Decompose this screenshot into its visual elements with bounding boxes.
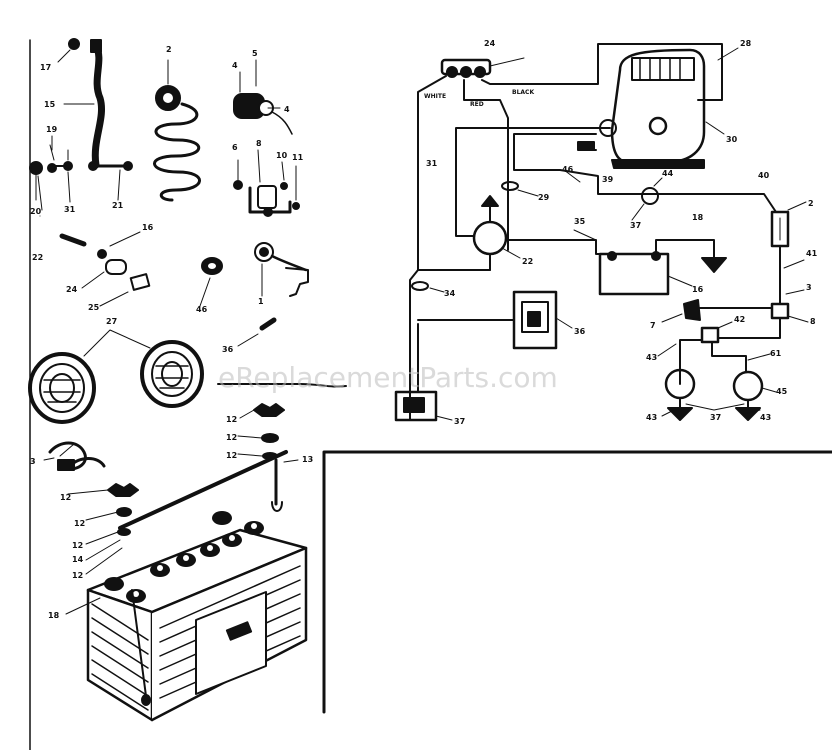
callout-12e: 12 <box>74 519 85 528</box>
schem-34: 34 <box>444 289 456 298</box>
callout-4b: 4 <box>284 105 290 114</box>
callout-5: 5 <box>252 49 258 58</box>
callout-21: 21 <box>112 201 124 210</box>
schem-30: 30 <box>726 135 738 144</box>
callout-12c: 12 <box>226 451 237 460</box>
schem-16: 16 <box>692 285 704 294</box>
schem-18: 18 <box>692 213 704 222</box>
wing-nut-upper <box>253 403 285 460</box>
callout-19: 19 <box>46 125 58 134</box>
wire-label-red: RED <box>470 101 484 108</box>
schem-37-top: 37 <box>630 221 641 230</box>
schem-40: 40 <box>758 171 770 180</box>
schem-43c: 43 <box>760 413 771 422</box>
callout-12d: 12 <box>60 493 71 502</box>
schem-61: 61 <box>770 349 782 358</box>
schem-22: 22 <box>522 257 533 266</box>
inset-frame <box>322 450 832 714</box>
schem-37b: 37 <box>710 413 721 422</box>
light-socket-part <box>199 257 223 307</box>
small-hardware-middle <box>59 231 151 307</box>
callout-11: 11 <box>292 153 304 162</box>
schem-8: 8 <box>810 317 816 326</box>
callout-46: 46 <box>196 305 208 314</box>
callout-31: 31 <box>64 205 76 214</box>
bracket-part <box>233 149 300 217</box>
starter-switch-part <box>233 59 293 135</box>
schem-24: 24 <box>484 39 496 48</box>
callout-15: 15 <box>44 100 56 109</box>
battery-cable-part <box>68 38 133 171</box>
schem-2: 2 <box>808 199 814 208</box>
schem-45: 45 <box>776 387 788 396</box>
callout-12f: 12 <box>72 541 83 550</box>
schem-43b: 43 <box>646 413 657 422</box>
headlight-pair <box>28 329 204 424</box>
callout-8: 8 <box>256 139 262 148</box>
schem-29: 29 <box>538 193 550 202</box>
wire-label-white: WHITE <box>424 93 446 100</box>
schem-7: 7 <box>650 321 656 330</box>
callout-14: 14 <box>72 555 84 564</box>
callout-24: 24 <box>66 285 78 294</box>
wire-label-black: BLACK <box>512 89 534 96</box>
schem-36: 36 <box>574 327 586 336</box>
leader-lines-left <box>37 49 299 615</box>
callout-12b: 12 <box>226 433 237 442</box>
schem-44: 44 <box>662 169 674 178</box>
schem-35: 35 <box>574 217 586 226</box>
callout-10: 10 <box>276 151 288 160</box>
callout-4a: 4 <box>232 61 238 70</box>
wiring-schematic <box>394 43 809 422</box>
callout-2: 2 <box>166 45 172 54</box>
callout-12a: 12 <box>226 415 237 424</box>
schem-43: 43 <box>646 353 657 362</box>
callout-36: 36 <box>222 345 234 354</box>
small-hardware-left <box>29 144 73 201</box>
schem-46: 46 <box>562 165 574 174</box>
coiled-wire-part <box>153 59 201 202</box>
socket-assembly-part <box>254 242 309 297</box>
schem-3a: 3 <box>806 283 812 292</box>
callout-22: 22 <box>32 253 43 262</box>
callout-3: 3 <box>30 457 36 466</box>
callout-27: 27 <box>106 317 117 326</box>
callout-18: 18 <box>48 611 60 620</box>
clamp-part <box>48 441 106 471</box>
schem-37: 37 <box>454 417 465 426</box>
engine <box>610 47 739 169</box>
callout-1: 1 <box>258 297 264 306</box>
callout-13: 13 <box>302 455 313 464</box>
callout-17: 17 <box>40 63 51 72</box>
callout-25: 25 <box>88 303 100 312</box>
schem-28: 28 <box>740 39 752 48</box>
callout-6: 6 <box>232 143 238 152</box>
schem-39: 39 <box>602 175 614 184</box>
hold-down-rod <box>118 383 347 530</box>
battery <box>86 511 308 722</box>
schem-41: 41 <box>806 249 818 258</box>
watermark: eReplacementParts.com <box>218 361 558 394</box>
schem-42: 42 <box>734 315 745 324</box>
callout-12g: 12 <box>72 571 83 580</box>
callout-labels: 17 15 19 20 31 21 2 5 4 4 6 8 10 11 22 1… <box>30 39 818 620</box>
bolt-part <box>237 317 277 347</box>
callout-20: 20 <box>30 207 42 216</box>
callout-16: 16 <box>142 223 154 232</box>
schem-31: 31 <box>426 159 438 168</box>
